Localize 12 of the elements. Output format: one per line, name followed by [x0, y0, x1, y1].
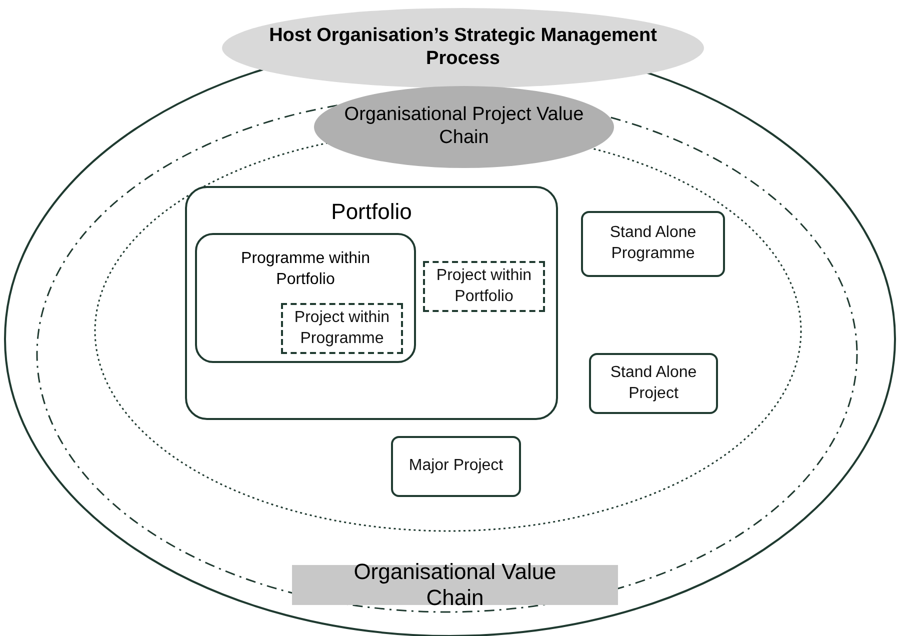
programme-box [195, 233, 416, 363]
project-chain-ellipse-label: Organisational Project Value Chain [314, 86, 614, 168]
group-title: Programme within Portfolio [241, 250, 370, 288]
heading-ellipse: Host Organisation’s Strategic Management Process [222, 8, 704, 88]
portfolio-box [185, 186, 558, 420]
chain-label: Organisational Value Chain [292, 565, 618, 605]
project-box: Project within Programme [281, 303, 403, 354]
project-box: Stand Alone Project [589, 353, 718, 414]
project-box: Project within Portfolio [423, 261, 545, 312]
project-box: Major Project [391, 436, 521, 497]
programme-box: Stand Alone Programme [581, 211, 725, 277]
group-title: Portfolio [331, 199, 412, 224]
